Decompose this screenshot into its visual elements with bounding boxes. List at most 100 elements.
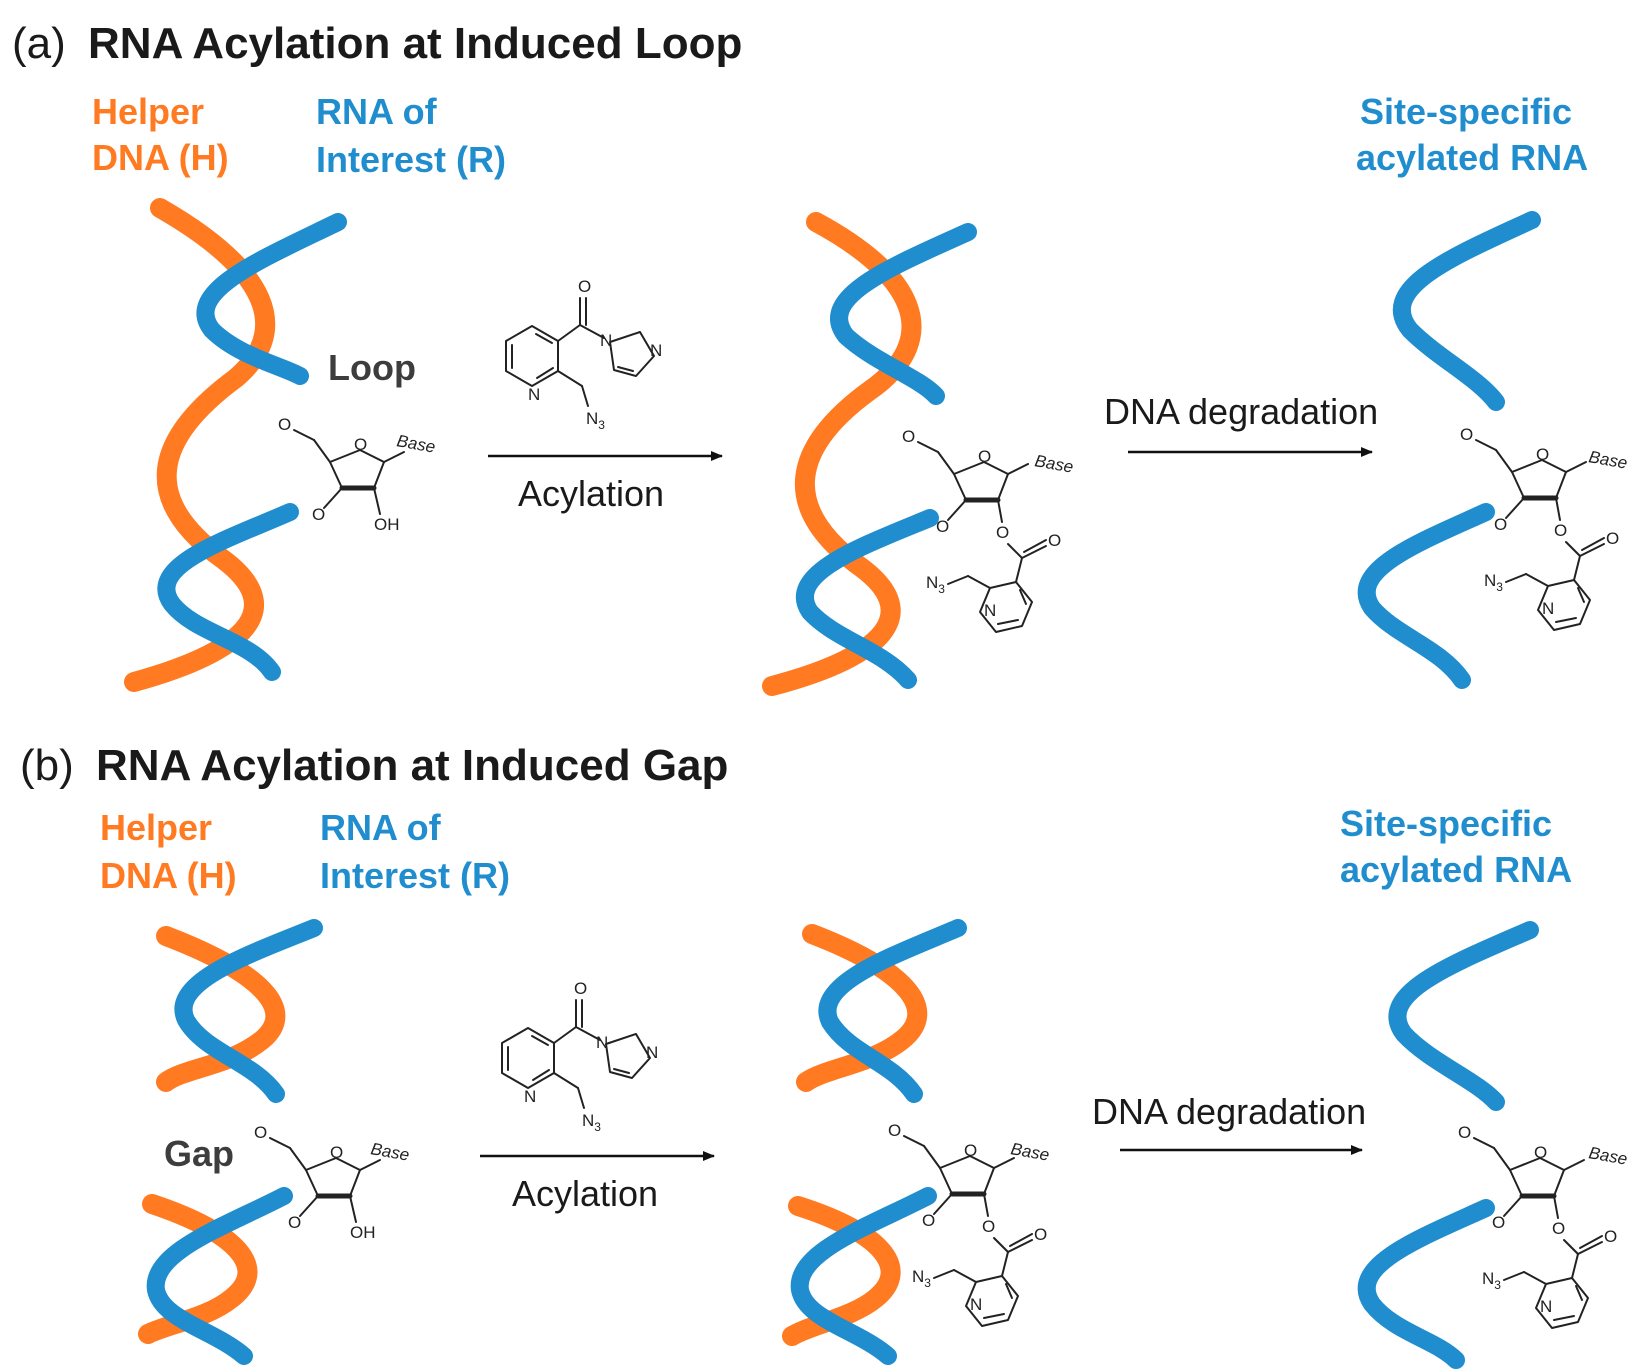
acylation-label-b: Acylation	[512, 1173, 658, 1214]
panel-a: (a) RNA Acylation at Induced Loop Helper…	[12, 19, 1629, 696]
svg-text:N3: N3	[1484, 571, 1503, 594]
svg-text:Base: Base	[1009, 1139, 1050, 1164]
rna-strand-lower-2	[795, 509, 939, 689]
svg-text:N: N	[1540, 1297, 1552, 1316]
svg-text:O: O	[278, 415, 291, 434]
panel-b-letter: (b)	[20, 741, 74, 790]
svg-text:O: O	[922, 1211, 935, 1230]
product-rna-b-upper	[1388, 921, 1539, 1111]
panel-a-title-text: RNA Acylation at Induced Loop	[88, 19, 742, 68]
acylated-ribose-b2: O O O O O N N3 Base	[888, 1121, 1051, 1326]
product-rna-lower	[1357, 503, 1495, 689]
dna-degradation-label-b: DNA degradation	[1092, 1091, 1366, 1132]
rna-strand-b2-upper	[818, 919, 967, 1103]
panel-b-title: (b) RNA Acylation at Induced Gap	[20, 741, 728, 790]
rna-of-interest-label-b: RNA of	[320, 807, 442, 848]
helper-dna-label-b: Helper	[100, 807, 212, 848]
svg-text:O: O	[1552, 1219, 1565, 1238]
svg-text:N3: N3	[926, 573, 945, 596]
rna-of-interest-label-b-2: Interest (R)	[320, 855, 510, 896]
acylating-reagent-b: O N N N N3	[501, 979, 658, 1134]
gap-label: Gap	[164, 1133, 234, 1174]
svg-text:O: O	[578, 277, 591, 296]
svg-text:N3: N3	[586, 409, 605, 432]
product-rna-b	[1357, 921, 1539, 1369]
svg-text:Base: Base	[1033, 451, 1074, 476]
acylation-label-a: Acylation	[518, 473, 664, 514]
svg-text:Base: Base	[369, 1139, 410, 1164]
svg-text:O: O	[1534, 1143, 1547, 1162]
svg-text:N3: N3	[582, 1111, 601, 1134]
svg-text:O: O	[330, 1143, 343, 1162]
svg-text:O: O	[1536, 445, 1549, 464]
svg-text:O: O	[936, 517, 949, 536]
svg-text:O: O	[312, 505, 325, 524]
svg-text:O: O	[1604, 1227, 1617, 1246]
svg-text:N: N	[1542, 599, 1554, 618]
svg-text:O: O	[964, 1141, 977, 1160]
svg-text:O: O	[1460, 425, 1473, 444]
svg-text:O: O	[888, 1121, 901, 1140]
svg-text:N3: N3	[1482, 1269, 1501, 1292]
helper-dna-label-2: DNA (H)	[92, 137, 229, 178]
rna-strand-b-lower	[146, 1187, 293, 1365]
svg-text:N: N	[600, 331, 612, 350]
acylated-duplex-b	[782, 919, 967, 1365]
svg-text:OH: OH	[374, 515, 400, 534]
svg-text:N: N	[650, 341, 662, 360]
svg-text:O: O	[254, 1123, 267, 1142]
acylated-duplex-a	[762, 212, 977, 696]
helper-dna-strand-2	[762, 212, 922, 696]
rna-strand-b2-lower	[790, 1187, 937, 1365]
svg-text:O: O	[1048, 531, 1061, 550]
svg-text:Base: Base	[1587, 447, 1628, 472]
svg-text:O: O	[1606, 529, 1619, 548]
svg-text:O: O	[982, 1217, 995, 1236]
svg-text:N: N	[524, 1087, 536, 1106]
product-rna-a	[1357, 211, 1541, 689]
acylated-ribose-a2: O O O O O N N3 Base	[902, 427, 1075, 632]
svg-text:O: O	[1458, 1123, 1471, 1142]
svg-text:O: O	[978, 447, 991, 466]
svg-text:N: N	[646, 1043, 658, 1062]
svg-text:O: O	[288, 1213, 301, 1232]
svg-text:N: N	[970, 1295, 982, 1314]
product-label-2: acylated RNA	[1356, 137, 1588, 178]
product-rna-upper	[1393, 211, 1541, 411]
svg-text:O: O	[1034, 1225, 1047, 1244]
rna-strand-b-upper	[174, 919, 323, 1103]
loop-label: Loop	[328, 347, 416, 388]
svg-text:N: N	[596, 1033, 608, 1052]
svg-text:O: O	[996, 523, 1009, 542]
product-label-b: Site-specific	[1340, 803, 1552, 844]
svg-text:O: O	[1494, 515, 1507, 534]
acylating-reagent-a: O N N N N3	[505, 277, 662, 432]
product-rna-b-lower	[1357, 1199, 1495, 1369]
svg-text:Base: Base	[1587, 1143, 1628, 1168]
svg-text:N: N	[528, 385, 540, 404]
svg-text:O: O	[574, 979, 587, 998]
panel-b-title-text: RNA Acylation at Induced Gap	[96, 741, 728, 790]
duplex-helix-a	[124, 198, 347, 692]
acylated-ribose-a3: O O O O O N N3 Base	[1460, 425, 1629, 630]
svg-text:N: N	[984, 601, 996, 620]
duplex-helix-b	[138, 919, 323, 1365]
svg-text:O: O	[1492, 1213, 1505, 1232]
svg-text:O: O	[354, 435, 367, 454]
product-label-b-2: acylated RNA	[1340, 849, 1572, 890]
helper-dna-label: Helper	[92, 91, 204, 132]
rna-strand-upper-2	[830, 223, 977, 405]
svg-text:O: O	[1554, 521, 1567, 540]
svg-text:OH: OH	[350, 1223, 376, 1242]
svg-text:O: O	[902, 427, 915, 446]
helper-dna-strand	[124, 198, 276, 692]
panel-a-letter: (a)	[12, 19, 66, 68]
helper-dna-label-b-2: DNA (H)	[100, 855, 237, 896]
rna-strand-lower	[157, 503, 299, 681]
acylated-ribose-b3: O O O O O N N3 Base	[1458, 1123, 1629, 1328]
panel-a-title: (a) RNA Acylation at Induced Loop	[12, 19, 742, 68]
rna-of-interest-label-2: Interest (R)	[316, 139, 506, 180]
dna-degradation-label-a: DNA degradation	[1104, 391, 1378, 432]
ribose-a1: O O O OH Base	[278, 415, 437, 534]
